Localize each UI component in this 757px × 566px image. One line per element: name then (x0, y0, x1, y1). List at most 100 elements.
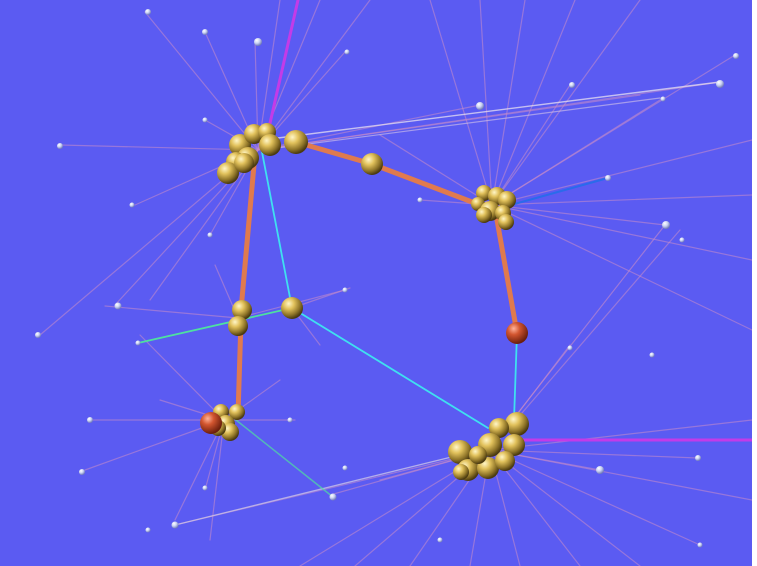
relay-node[interactable] (361, 153, 383, 175)
cluster-bottom-right-node[interactable] (448, 440, 472, 464)
spoke-edge (429, 0, 493, 206)
backbone-edge (494, 217, 520, 336)
cluster-top-left-node[interactable] (284, 130, 308, 154)
cyan-link-edge (513, 332, 518, 421)
satellite-node[interactable] (733, 53, 739, 59)
relay-node[interactable] (232, 300, 252, 320)
spoke-edge (257, 0, 371, 151)
satellite-node[interactable] (716, 80, 724, 88)
green-link-edge (235, 419, 334, 498)
spoke-edge (491, 84, 571, 206)
spoke-edge (149, 149, 259, 301)
spoke-edge (489, 449, 701, 546)
cluster-top-left-node[interactable] (234, 153, 254, 173)
satellite-node[interactable] (57, 143, 63, 149)
spoke-edge (491, 139, 752, 206)
relay-node[interactable] (281, 297, 303, 319)
spoke-edge (209, 419, 225, 541)
spoke-edge (139, 334, 225, 421)
cluster-bottom-right-node[interactable] (503, 434, 525, 456)
spoke-edge (104, 305, 239, 319)
cluster-top-right-node[interactable] (476, 207, 492, 223)
satellite-nodes (35, 9, 739, 548)
satellite-node[interactable] (145, 9, 151, 15)
satellite-node[interactable] (329, 493, 337, 501)
relay-node[interactable] (228, 316, 248, 336)
satellite-node[interactable] (79, 469, 85, 475)
spoke-edge (379, 134, 493, 206)
cluster-top-left-node[interactable] (217, 162, 239, 184)
satellite-node[interactable] (342, 465, 348, 471)
spoke-edge (174, 449, 481, 526)
satellite-node[interactable] (287, 417, 293, 423)
satellite-node[interactable] (135, 340, 141, 346)
colored-link-edges (137, 0, 752, 498)
cluster-top-right-node[interactable] (498, 191, 516, 209)
satellite-node[interactable] (660, 96, 666, 102)
cluster-bottom-right-node[interactable] (453, 464, 469, 480)
satellite-node[interactable] (207, 232, 213, 238)
satellite-node[interactable] (202, 117, 208, 123)
spoke-edge (257, 94, 641, 151)
satellite-node[interactable] (344, 49, 350, 55)
cluster-top-left-node[interactable] (259, 134, 281, 156)
satellite-node[interactable] (679, 237, 685, 243)
satellite-node[interactable] (254, 38, 262, 46)
faint-spoke-edges (39, 0, 752, 566)
spoke-edge (174, 419, 225, 521)
backbone-edge (293, 139, 375, 167)
satellite-node[interactable] (697, 542, 703, 548)
magenta-link-edge (266, 0, 300, 134)
satellite-node[interactable] (649, 352, 655, 358)
satellite-node[interactable] (129, 202, 135, 208)
green-link-edge (137, 307, 293, 344)
satellite-node[interactable] (437, 537, 443, 543)
red-node[interactable] (200, 412, 222, 434)
spoke-edge (491, 0, 641, 206)
satellite-node[interactable] (596, 466, 604, 474)
viewport-border (752, 0, 757, 566)
cyan-link-edge (261, 151, 293, 309)
cluster-bottom-left-node[interactable] (229, 404, 245, 420)
red-node[interactable] (506, 322, 528, 344)
backbone-edges (235, 139, 520, 418)
cluster-bottom-right-node[interactable] (489, 418, 509, 438)
satellite-node[interactable] (662, 221, 670, 229)
satellite-node[interactable] (476, 102, 484, 110)
satellite-node[interactable] (569, 82, 575, 88)
cluster-bottom-right-node[interactable] (505, 412, 529, 436)
spoke-edge (491, 204, 666, 226)
cluster-top-right-node[interactable] (498, 214, 514, 230)
satellite-node[interactable] (87, 417, 93, 423)
spoke-edge (261, 97, 661, 151)
satellite-node[interactable] (605, 175, 611, 181)
satellite-node[interactable] (35, 332, 41, 338)
satellite-node[interactable] (202, 485, 208, 491)
spoke-edge (489, 449, 641, 566)
satellite-node[interactable] (202, 29, 208, 35)
satellite-node[interactable] (417, 197, 423, 203)
satellite-node[interactable] (114, 302, 122, 310)
backbone-edge (369, 161, 483, 208)
cluster-bottom-right-node[interactable] (495, 451, 515, 471)
cluster-top-right-node[interactable] (476, 185, 492, 201)
blue-link-edge (499, 177, 609, 209)
spoke-edge (261, 81, 721, 141)
spoke-edge (491, 194, 752, 206)
satellite-node[interactable] (145, 527, 151, 533)
satellite-node[interactable] (171, 521, 179, 529)
satellite-node[interactable] (342, 287, 348, 293)
satellite-node[interactable] (695, 455, 701, 461)
cluster-bottom-right-node[interactable] (469, 446, 487, 464)
satellite-node[interactable] (567, 345, 573, 351)
spoke-edge (144, 11, 259, 151)
spoke-edge (84, 419, 225, 471)
gold-nodes (200, 123, 529, 481)
spoke-edge (489, 419, 752, 451)
spoke-edge (491, 204, 752, 331)
backbone-edge (238, 162, 257, 313)
cyan-link-edge (291, 307, 489, 429)
